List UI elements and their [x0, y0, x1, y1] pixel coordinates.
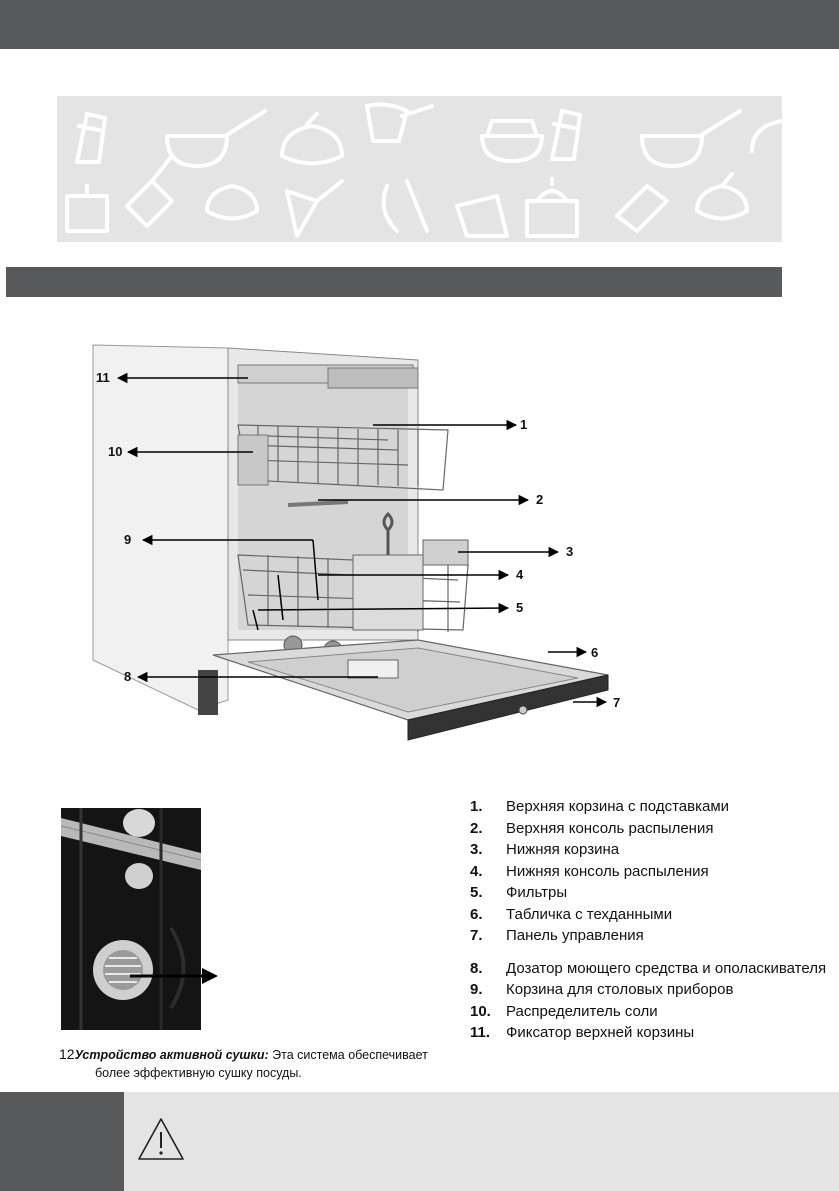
callout-label-8: 8: [124, 669, 132, 684]
callout-label-3: 3: [566, 544, 574, 559]
callout-label-6: 6: [591, 645, 599, 660]
legend-item: 7.Панель управления: [470, 927, 644, 944]
kitchenware-pattern: [65, 102, 782, 238]
legend-item: 10.Распределитель соли: [470, 1002, 658, 1020]
dishwasher-illustration: [92, 344, 609, 741]
legend-item: 3.Нижняя корзина: [470, 841, 620, 858]
active-drying-photo: [61, 808, 201, 1030]
caption-text: Эта система обеспечивает: [268, 1048, 428, 1062]
callout-label-11: 11: [96, 370, 110, 385]
callout-label-10: 10: [108, 444, 123, 459]
warning-side-block: [0, 1092, 124, 1191]
callout-label-9: 9: [124, 532, 132, 547]
legend-item: 4.Нижняя консоль распыления: [470, 862, 709, 880]
parts-legend: 1.Верхняя корзина с подставками 2.Верхня…: [470, 796, 830, 1044]
drying-caption: 12Устройство активной сушки: Эта система…: [59, 1045, 464, 1082]
warning-band: [0, 1092, 839, 1191]
callout-label-5: 5: [516, 600, 524, 615]
drying-device-illustration: [61, 808, 201, 1030]
legend-item: 11.Фиксатор верхней корзины: [470, 1024, 695, 1041]
kitchenware-pattern-banner: [57, 96, 782, 242]
caption-term: Устройство активной сушки:: [74, 1048, 269, 1062]
section-header-bar: [6, 267, 782, 297]
drying-arrow: [130, 968, 218, 984]
callout-label-4: 4: [516, 567, 524, 582]
caption-number: 12: [59, 1046, 75, 1062]
callout-label-7: 7: [613, 695, 621, 710]
legend-item: 5.Фильтры: [470, 884, 568, 901]
dishwasher-diagram: 11 1 10 2 9 3 4 5 6 8 7: [88, 340, 648, 760]
callout-arrows: [116, 372, 608, 708]
legend-item: 6.Табличка с техданными: [470, 905, 673, 923]
legend-item: 9.Корзина для столовых приборов: [470, 981, 734, 998]
legend-item: 2.Верхняя консоль распыления: [470, 819, 714, 837]
callout-label-2: 2: [536, 492, 544, 507]
legend-item: 1.Верхняя корзина с подставками: [470, 798, 730, 815]
header-bar: [0, 0, 839, 49]
caption-text-2: более эффективную сушку посуды.: [95, 1066, 302, 1080]
warning-icon: [138, 1118, 184, 1160]
legend-item: 8.Дозатор моющего средства и ополаскиват…: [470, 959, 827, 977]
callout-label-1: 1: [520, 417, 528, 432]
